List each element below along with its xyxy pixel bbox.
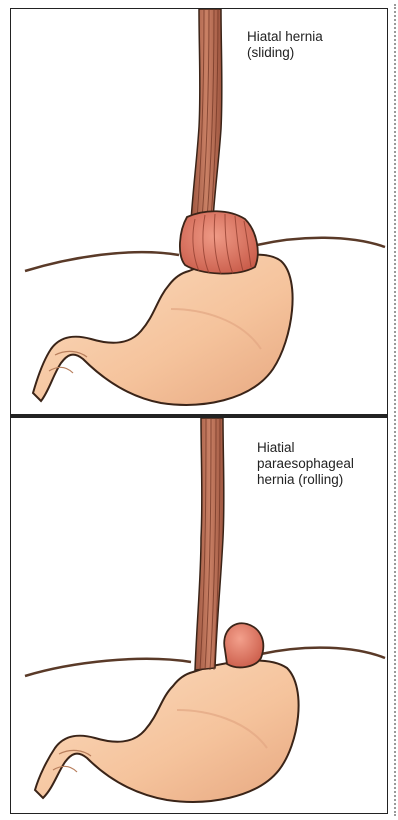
herniated-stomach — [180, 211, 258, 273]
stomach — [33, 255, 293, 405]
sliding-hernia-label: Hiatal hernia (sliding) — [247, 29, 323, 61]
herniated-fundus — [224, 623, 263, 667]
sliding-hernia-panel: Hiatal hernia (sliding) — [11, 9, 387, 414]
stomach — [35, 660, 299, 801]
dotted-margin-line — [394, 4, 396, 816]
rolling-hernia-label: Hiatial paraesophageal hernia (rolling) — [257, 440, 354, 488]
figure-frame: Hiatal hernia (sliding) — [10, 8, 388, 814]
esophagus — [191, 9, 222, 221]
diaphragm-line — [261, 648, 385, 658]
sliding-hernia-illustration — [11, 9, 387, 414]
diaphragm-line — [25, 252, 179, 271]
diaphragm-line — [25, 659, 191, 676]
diaphragm-line — [257, 238, 385, 247]
rolling-hernia-panel: Hiatial paraesophageal hernia (rolling) — [11, 418, 387, 813]
